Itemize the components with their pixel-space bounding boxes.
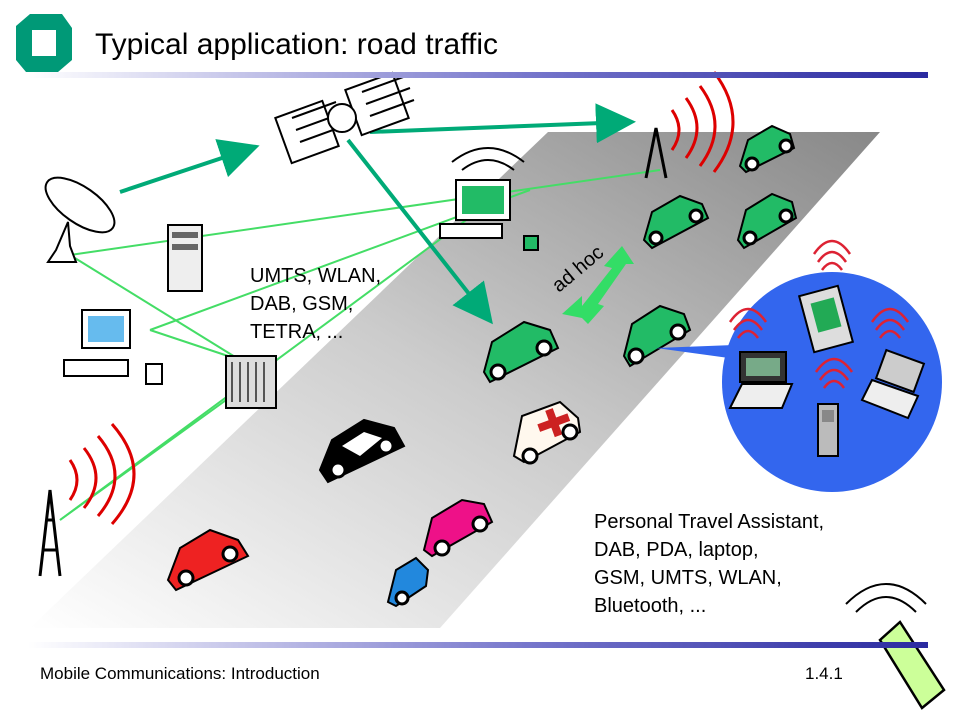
title-underline bbox=[28, 72, 928, 78]
radio-tower-icon bbox=[644, 71, 735, 179]
rack-switch-icon bbox=[225, 355, 277, 409]
road bbox=[30, 132, 880, 628]
pta-label-line: Bluetooth, ... bbox=[594, 595, 707, 617]
police-car-icon bbox=[318, 418, 406, 484]
server-icon bbox=[167, 224, 203, 292]
radio-tower-icon bbox=[38, 423, 136, 577]
desktop-computer-icon bbox=[63, 309, 163, 385]
footer-page-number: 1.4.1 bbox=[805, 664, 843, 683]
logo-icon bbox=[16, 14, 72, 72]
satellite-icon bbox=[274, 71, 415, 165]
car-icon bbox=[166, 528, 250, 592]
satellite-arrows bbox=[119, 103, 636, 325]
slide-title: Typical application: road traffic bbox=[95, 28, 498, 61]
network-label-line: UMTS, WLAN, bbox=[250, 265, 382, 287]
pta-label-line: DAB, PDA, laptop, bbox=[594, 539, 759, 561]
car-icon bbox=[738, 124, 796, 174]
car-icon bbox=[642, 194, 710, 250]
signal-waves bbox=[728, 239, 910, 389]
green-computer-icon bbox=[439, 147, 539, 251]
mobile-phone-icon bbox=[817, 403, 839, 457]
tow-truck-icon bbox=[386, 498, 494, 608]
car-icon bbox=[482, 320, 560, 384]
adhoc-arrow bbox=[562, 246, 634, 324]
footer-course: Mobile Communications: Introduction bbox=[40, 664, 320, 683]
laptop-icon bbox=[728, 351, 794, 409]
pta-label-line: GSM, UMTS, WLAN, bbox=[594, 567, 782, 589]
pda-icon bbox=[797, 284, 855, 354]
satellite-dish-icon bbox=[44, 176, 116, 263]
network-label-line: TETRA, ... bbox=[250, 321, 344, 343]
footer-line bbox=[28, 642, 928, 648]
network-label: UMTS, WLAN, DAB, GSM, TETRA, ... bbox=[250, 262, 381, 346]
laptop-icon bbox=[860, 348, 926, 420]
pta-label-line: Personal Travel Assistant, bbox=[594, 511, 825, 533]
pta-label: Personal Travel Assistant, DAB, PDA, lap… bbox=[594, 508, 824, 620]
car-icon bbox=[622, 304, 692, 368]
network-label-line: DAB, GSM, bbox=[250, 293, 354, 315]
car-icon bbox=[736, 192, 798, 250]
ambulance-icon bbox=[512, 400, 582, 465]
